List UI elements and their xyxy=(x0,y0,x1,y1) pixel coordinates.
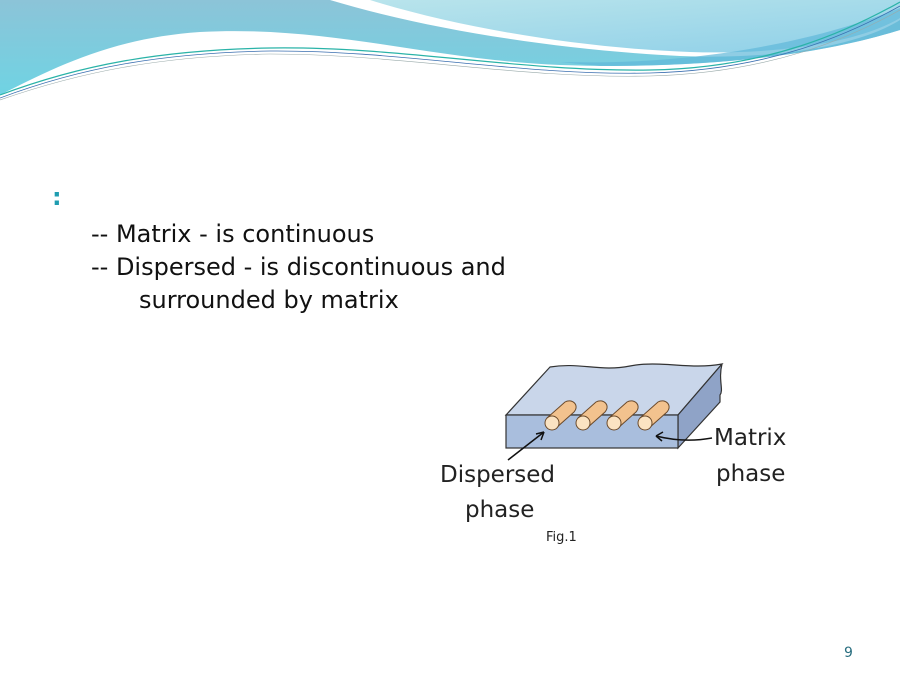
label-dispersed-phase-line2: phase xyxy=(465,497,535,523)
text-line-dispersed: -- Dispersed - is discontinuous and xyxy=(91,253,506,281)
page-number: 9 xyxy=(844,645,853,661)
label-matrix-phase-line1: Matrix xyxy=(714,425,787,451)
text-line-matrix: -- Matrix - is continuous xyxy=(91,220,375,248)
label-dispersed-phase-line1: Dispersed xyxy=(440,462,556,488)
text-line-surrounded: surrounded by matrix xyxy=(139,286,399,314)
figure-caption: Fig.1 xyxy=(546,530,577,545)
body-text: -- Matrix - is continuous -- Dispersed -… xyxy=(91,218,506,317)
header-wave-decoration xyxy=(0,0,900,101)
label-matrix-phase-line2: phase xyxy=(716,461,786,487)
bullet-marker: : xyxy=(52,183,62,211)
composite-phase-diagram xyxy=(504,363,724,461)
